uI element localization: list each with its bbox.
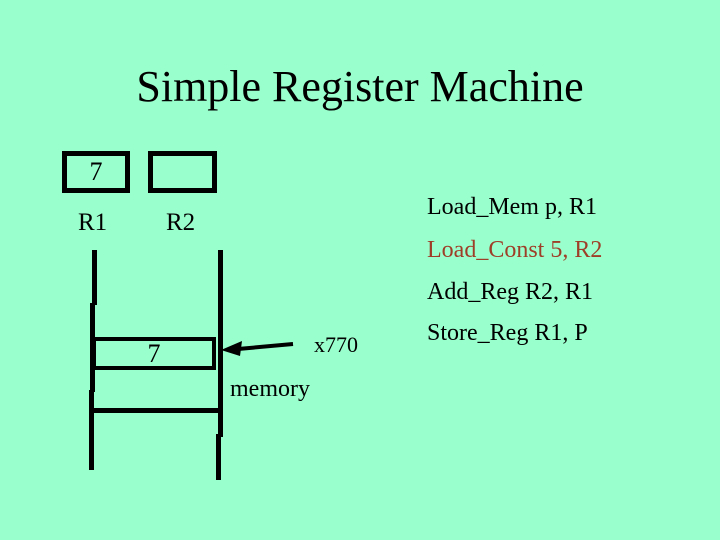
instruction-line: Store_Reg R1, P bbox=[427, 320, 588, 346]
instruction-line: Load_Mem p, R1 bbox=[427, 194, 597, 220]
instruction-line: Load_Const 5, R2 bbox=[427, 237, 603, 263]
register-box-r2 bbox=[148, 151, 217, 193]
memory-right-wall-segment bbox=[216, 434, 221, 480]
memory-cell-value: 7 bbox=[147, 338, 161, 368]
instruction-line: Add_Reg R2, R1 bbox=[427, 279, 594, 305]
memory-cell-divider bbox=[92, 408, 218, 413]
memory-label: memory bbox=[230, 376, 310, 402]
register-box-r1: 7 bbox=[62, 151, 130, 193]
memory-left-wall-segment bbox=[92, 250, 97, 305]
memory-highlight-cell: 7 bbox=[92, 337, 216, 370]
pointer-address-label: x770 bbox=[314, 332, 358, 357]
register-label-r1: R1 bbox=[78, 209, 108, 236]
pointer-arrow-icon bbox=[221, 341, 294, 356]
register-r1-value: 7 bbox=[89, 157, 103, 186]
memory-left-wall-segment bbox=[89, 390, 94, 470]
memory-right-wall-segment bbox=[218, 250, 223, 437]
slide-title: Simple Register Machine bbox=[136, 62, 584, 111]
register-label-r2: R2 bbox=[166, 209, 196, 236]
